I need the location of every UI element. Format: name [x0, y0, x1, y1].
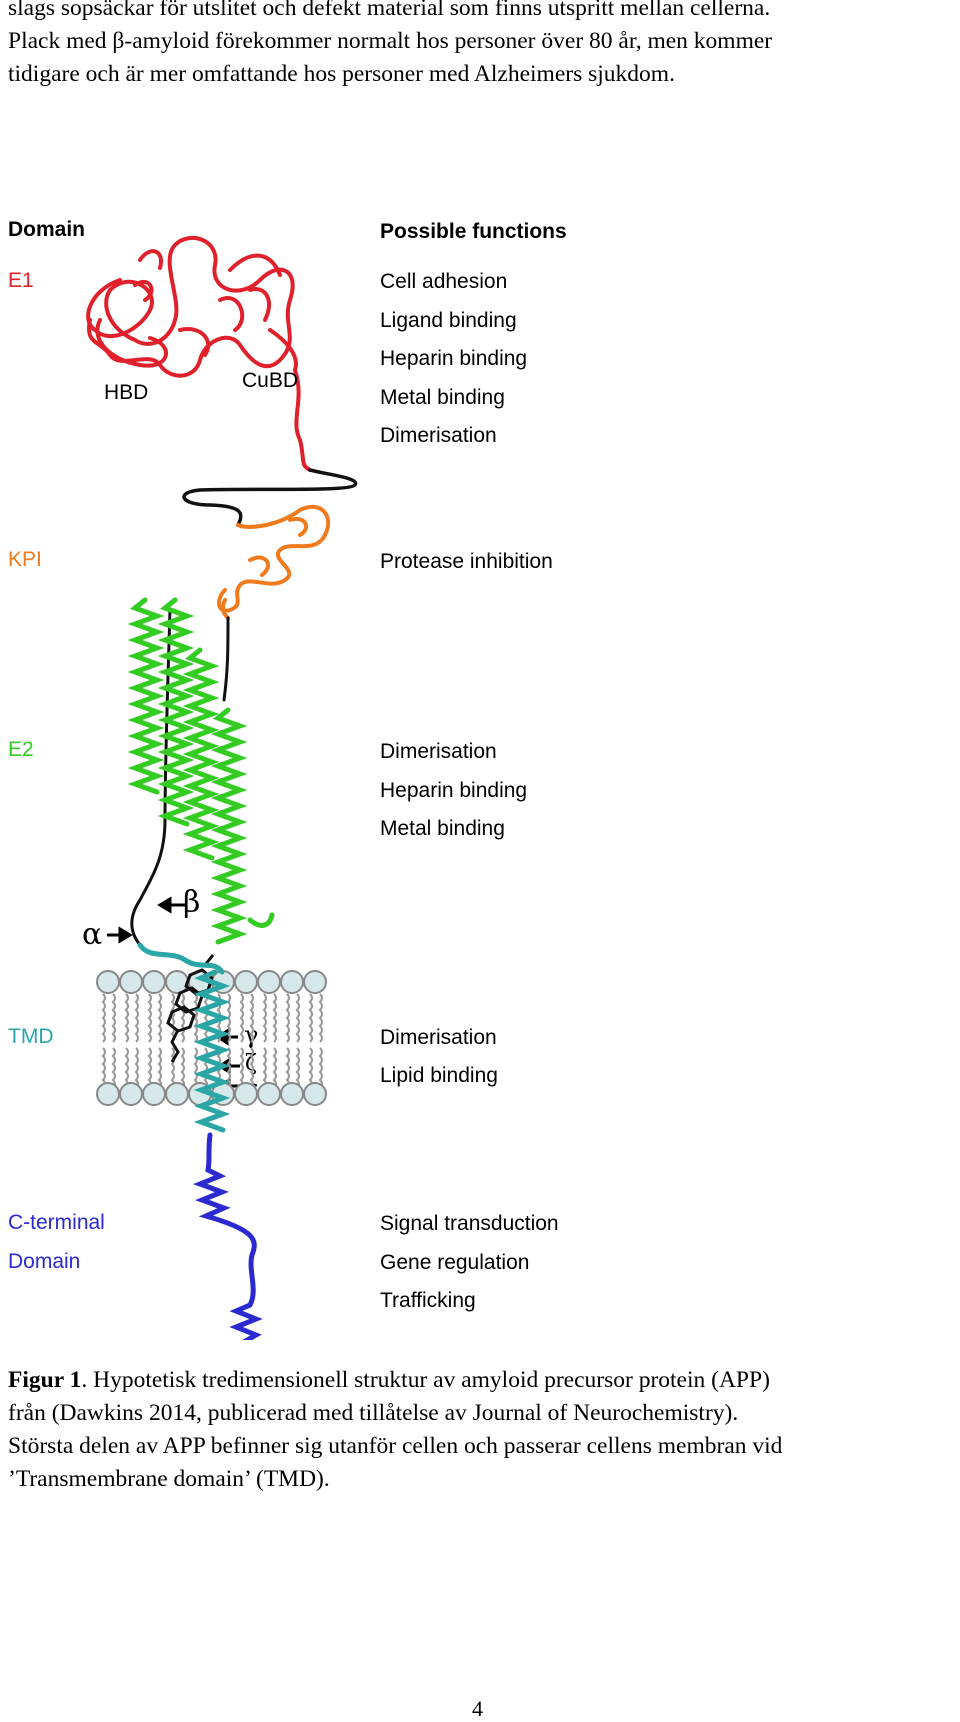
- lipid-tail: [157, 993, 162, 1043]
- function-item: Dimerisation: [380, 424, 497, 447]
- lipid-tail: [285, 993, 290, 1043]
- kpi-structure: [217, 504, 331, 620]
- lipid-head: [257, 1082, 281, 1106]
- domain-header: Domain: [8, 218, 86, 241]
- lipid-tail: [308, 993, 313, 1043]
- lipid-head: [165, 1082, 189, 1106]
- lipid-tail: [318, 993, 323, 1043]
- function-item: Signal transduction: [380, 1212, 559, 1235]
- lipid-head: [96, 970, 120, 994]
- tmd-structure: [137, 942, 231, 1133]
- lipid-head: [257, 970, 281, 994]
- domain-label-tmd: TMD: [8, 1025, 54, 1048]
- lipid-head: [303, 1082, 327, 1106]
- lipid-tail: [170, 993, 175, 1043]
- domain-label-cterminal-2: Domain: [8, 1250, 81, 1273]
- function-item: Metal binding: [380, 386, 505, 409]
- lipid-tail: [239, 993, 244, 1043]
- lipid-tail: [249, 993, 254, 1043]
- function-item: Protease inhibition: [380, 550, 553, 573]
- lipid-tail: [134, 993, 139, 1043]
- lipid-head: [234, 970, 258, 994]
- app-structure-figure: α β γ ζ ε HBD CuBD: [82, 235, 358, 1340]
- intro-paragraph: slags sopsäckar för utslitet och defekt …: [8, 0, 958, 91]
- function-item: Ligand binding: [380, 309, 517, 332]
- lipid-head: [303, 970, 327, 994]
- lipid-tail: [147, 993, 152, 1043]
- lipid-tail: [124, 993, 129, 1043]
- domain-label-cterminal: C-terminal: [8, 1211, 105, 1234]
- e1-structure: [86, 235, 312, 472]
- figure-caption: Figur 1. Hypotetisk tredimensionell stru…: [8, 1364, 958, 1496]
- caption-line-3: Största delen av APP befinner sig utanfö…: [8, 1433, 783, 1459]
- function-item: Dimerisation: [380, 740, 497, 763]
- linker-e1-kpi: [182, 468, 358, 527]
- alpha-label: α: [82, 917, 102, 952]
- beta-label: β: [183, 885, 200, 920]
- domain-label-e2: E2: [8, 738, 34, 761]
- caption-line-4: ’Transmembrane domain’ (TMD).: [8, 1466, 330, 1492]
- lipid-head: [96, 1082, 120, 1106]
- hbd-label: HBD: [104, 381, 148, 404]
- lipid-tail: [272, 993, 277, 1043]
- lipid-tail: [295, 993, 300, 1043]
- lipid-head: [119, 970, 143, 994]
- lipid-head: [280, 1082, 304, 1106]
- lipid-tail: [101, 993, 106, 1043]
- lipid-head: [142, 1082, 166, 1106]
- lipid-tail: [262, 993, 267, 1043]
- function-item: Lipid binding: [380, 1064, 498, 1087]
- caption-line-1: Figur 1. Hypotetisk tredimensionell stru…: [8, 1364, 958, 1397]
- lipid-head: [119, 1082, 143, 1106]
- intro-line: tidigare och är mer omfattande hos perso…: [8, 61, 675, 87]
- page-number: 4: [472, 1696, 483, 1721]
- functions-header: Possible functions: [380, 220, 567, 243]
- lipid-tail: [180, 993, 185, 1043]
- domain-label-e1: E1: [8, 269, 34, 292]
- function-item: Heparin binding: [380, 779, 528, 802]
- caption-text: . Hypotetisk tredimensionell struktur av…: [81, 1367, 770, 1393]
- lipid-head: [234, 1082, 258, 1106]
- lipid-tail: [193, 993, 198, 1043]
- intro-line: slags sopsäckar för utslitet och defekt …: [8, 0, 771, 21]
- function-item: Gene regulation: [380, 1251, 530, 1274]
- caption-figure-number: Figur 1: [8, 1367, 82, 1393]
- intro-line: Plack med β-amyloid förekommer normalt h…: [8, 28, 773, 54]
- function-item: Dimerisation: [380, 1026, 497, 1049]
- lipid-tail: [203, 993, 208, 1043]
- function-item: Metal binding: [380, 817, 505, 840]
- cubd-label: CuBD: [242, 369, 298, 392]
- caption-line-2: från (Dawkins 2014, publicerad med tillå…: [8, 1400, 739, 1426]
- lipid-head: [280, 970, 304, 994]
- function-item: Heparin binding: [380, 347, 528, 370]
- lipid-tail: [111, 993, 116, 1043]
- lipid-head: [142, 970, 166, 994]
- function-item: Trafficking: [380, 1289, 476, 1312]
- function-item: Cell adhesion: [380, 270, 508, 293]
- domain-label-kpi: KPI: [8, 548, 42, 571]
- c-terminal-structure: [192, 1132, 263, 1340]
- e2-structure: [127, 597, 275, 945]
